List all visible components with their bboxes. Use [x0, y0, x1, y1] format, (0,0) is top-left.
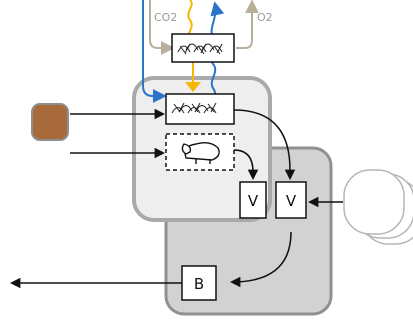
- plants-icon: [177, 43, 223, 55]
- co2-label: CO2: [154, 11, 177, 24]
- brown-input-icon: [31, 103, 69, 141]
- plant-box-inner: [165, 93, 235, 125]
- o2-arrow: [236, 0, 259, 49]
- arrow-animal-to-v-left: [233, 149, 259, 181]
- arrow-plant-to-v-right: [233, 109, 296, 181]
- v-box-left: [239, 181, 267, 219]
- sheep-icon: [181, 141, 220, 164]
- v-box-right: [275, 181, 307, 219]
- o2-label: O2: [257, 11, 273, 24]
- yellow-arrowhead: [185, 82, 201, 92]
- arrow-v-to-b: [229, 231, 292, 288]
- co2-arrow: [149, 0, 175, 55]
- v-left-label: V: [248, 192, 259, 210]
- stacked-circles-icon: [343, 169, 413, 245]
- plants-icon: [171, 102, 217, 114]
- v-right-label: V: [286, 192, 297, 210]
- b-label: B: [194, 275, 204, 293]
- blue-flow-left: [141, 0, 167, 103]
